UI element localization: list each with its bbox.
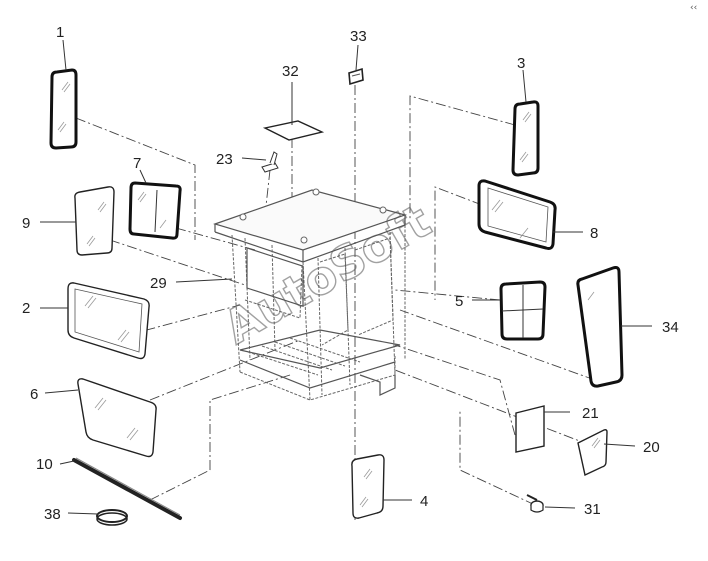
callout-3: 3 — [517, 55, 525, 72]
callout-2: 2 — [22, 300, 30, 317]
part-9-glass — [74, 186, 115, 256]
callout-4: 4 — [420, 493, 428, 510]
callout-20: 20 — [643, 439, 660, 456]
part-33-plate — [348, 67, 364, 86]
callout-9: 9 — [22, 215, 30, 232]
callout-labels: 1 2 3 4 5 6 7 8 9 10 20 21 23 29 31 32 3… — [22, 24, 679, 523]
callout-34: 34 — [662, 319, 679, 336]
leader-lines — [40, 39, 652, 515]
callout-38: 38 — [44, 506, 61, 523]
part-20-glass — [577, 429, 608, 477]
callout-10: 10 — [36, 456, 53, 473]
part-2-glass — [67, 282, 150, 360]
callout-33: 33 — [350, 28, 367, 45]
callout-21: 21 — [582, 405, 599, 422]
part-23-bracket — [261, 151, 279, 173]
part-5-glass — [499, 280, 547, 341]
part-1-glass — [49, 68, 78, 150]
part-31-bolt — [526, 494, 544, 513]
callout-23: 23 — [216, 151, 233, 168]
callout-32: 32 — [282, 63, 299, 80]
corner-mark: ‹‹ — [690, 3, 697, 13]
callout-1: 1 — [56, 24, 64, 41]
callout-8: 8 — [590, 225, 598, 242]
part-8-glass — [477, 179, 557, 250]
callout-6: 6 — [30, 386, 38, 403]
part-3-glass — [511, 100, 540, 177]
part-10-seal-strip — [72, 457, 182, 520]
part-7-glass — [128, 181, 182, 240]
callout-5: 5 — [455, 293, 463, 310]
cab-frame — [213, 188, 408, 401]
callout-29: 29 — [150, 275, 167, 292]
part-38-clamp — [96, 509, 128, 526]
part-34-glass — [576, 266, 624, 388]
part-21-plate — [515, 405, 545, 453]
callout-31: 31 — [584, 501, 601, 518]
part-4-glass — [351, 454, 385, 519]
part-32-panel — [262, 120, 325, 141]
part-6-glass — [77, 378, 157, 458]
callout-7: 7 — [133, 155, 141, 172]
